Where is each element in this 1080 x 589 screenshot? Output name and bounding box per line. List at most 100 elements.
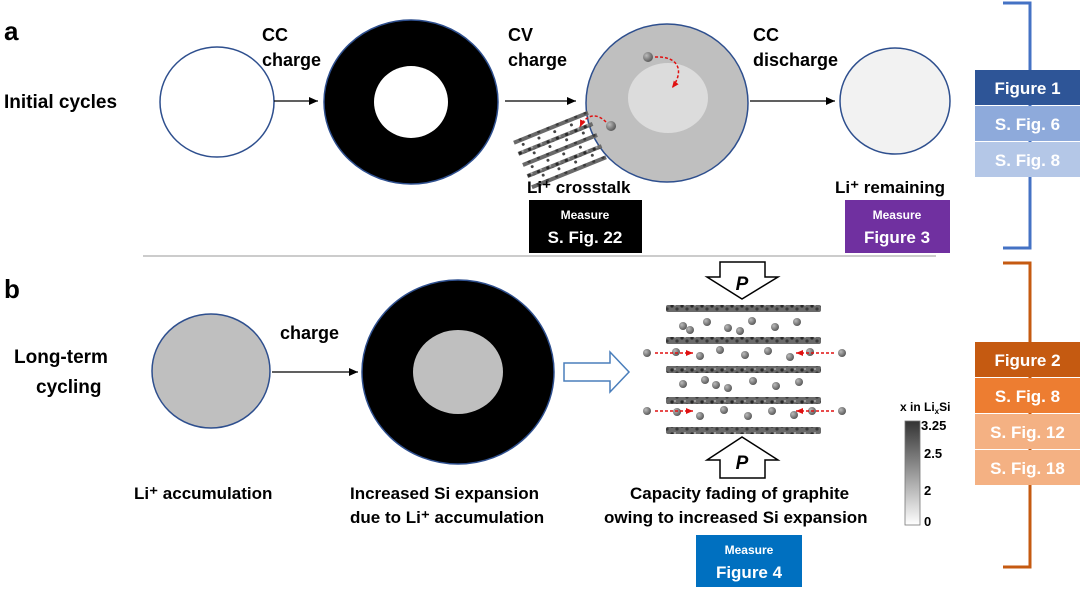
caption-si-expansion-1: Increased Si expansion xyxy=(350,484,539,503)
si-particle xyxy=(795,378,803,386)
si-particle xyxy=(744,412,752,420)
si-particle xyxy=(793,318,801,326)
graphite-layer xyxy=(666,337,821,344)
figure-ref-label: Figure 2 xyxy=(994,351,1060,370)
si-particle-discharged xyxy=(839,47,951,155)
si-particle xyxy=(771,323,779,331)
li-ion xyxy=(643,52,653,62)
si-particle-pristine xyxy=(159,46,275,158)
si-particle xyxy=(712,381,720,389)
figure-ref-label: Figure 1 xyxy=(994,79,1060,98)
li-ion xyxy=(643,407,651,415)
colorbar-tick: 2.5 xyxy=(924,446,942,461)
si-particle xyxy=(724,324,732,332)
measure-box-capacity: Measure Figure 4 xyxy=(696,535,802,587)
caption-capacity-fading-2: owing to increased Si expansion xyxy=(604,508,868,527)
pressure-label: P xyxy=(736,453,749,474)
caption-si-expansion-2: due to Li⁺ accumulation xyxy=(350,508,544,527)
cv-charge-label-1: CV xyxy=(508,25,533,45)
si-particle xyxy=(748,317,756,325)
graphite-layer xyxy=(666,305,821,312)
long-term-cycling-label-1: Long-term xyxy=(14,347,108,368)
li-crosstalk-arrow xyxy=(579,115,607,128)
pressure-arrow-bottom: P xyxy=(704,436,781,479)
li-remaining-label: Li⁺ remaining xyxy=(835,178,945,197)
figure-ref-item: S. Fig. 8 xyxy=(975,378,1080,413)
si-particle xyxy=(736,327,744,335)
si-particle-core xyxy=(374,66,448,138)
figure-ref-item: S. Fig. 8 xyxy=(975,142,1080,177)
li-diffusion-arrow xyxy=(654,56,680,89)
si-particle xyxy=(790,411,798,419)
measure-ref: Figure 3 xyxy=(864,228,930,247)
li-ion xyxy=(838,407,846,415)
figure-ref-item: Figure 1 xyxy=(975,70,1080,105)
initial-cycles-label: Initial cycles xyxy=(4,92,117,113)
si-particle xyxy=(716,346,724,354)
figure-ref-label: S. Fig. 8 xyxy=(995,387,1060,406)
figure-ref-item: Figure 2 xyxy=(975,342,1080,377)
colorbar-title: x in LixSi xyxy=(900,400,950,416)
charge-label: charge xyxy=(280,323,339,343)
li-crosstalk-label: Li⁺ crosstalk xyxy=(527,178,631,197)
si-particle xyxy=(772,382,780,390)
measure-box-crosstalk: Measure S. Fig. 22 xyxy=(529,200,642,253)
si-particle xyxy=(696,412,704,420)
graphite-layer xyxy=(666,427,821,434)
si-particle xyxy=(741,351,749,359)
figure-ref-label: S. Fig. 8 xyxy=(995,151,1060,170)
si-particle xyxy=(749,377,757,385)
block-arrow-right xyxy=(563,350,631,394)
panel-a-letter: a xyxy=(4,16,19,46)
cc-discharge-label-1: CC xyxy=(753,25,779,45)
figure-ref-item: S. Fig. 6 xyxy=(975,106,1080,141)
figure-ref-label: S. Fig. 12 xyxy=(990,423,1065,442)
measure-title: Measure xyxy=(561,208,610,222)
si-particle xyxy=(703,318,711,326)
colorbar xyxy=(904,420,921,526)
si-particle xyxy=(806,348,814,356)
panel-b-letter: b xyxy=(4,274,20,304)
figure-list-panel-b: Figure 2 S. Fig. 8 S. Fig. 12 S. Fig. 18 xyxy=(975,342,1080,485)
figure-ref-item: S. Fig. 12 xyxy=(975,414,1080,449)
pressure-label: P xyxy=(736,274,749,295)
si-particle xyxy=(786,353,794,361)
measure-title: Measure xyxy=(873,208,922,222)
si-particle xyxy=(686,326,694,334)
si-particle xyxy=(701,376,709,384)
si-particle-li-accumulated xyxy=(151,313,271,429)
measure-ref: Figure 4 xyxy=(716,563,783,582)
li-ion xyxy=(643,349,651,357)
li-ion xyxy=(606,121,616,131)
cv-charge-label-2: charge xyxy=(508,50,567,70)
cc-charge-label-2: charge xyxy=(262,50,321,70)
graphite-layer xyxy=(666,397,821,404)
measure-title: Measure xyxy=(725,543,774,557)
li-ion xyxy=(838,349,846,357)
figure-ref-label: S. Fig. 6 xyxy=(995,115,1060,134)
cc-discharge-label-2: discharge xyxy=(753,50,838,70)
figure-ref-label: S. Fig. 18 xyxy=(990,459,1065,478)
pressure-arrow-top: P xyxy=(704,261,781,300)
colorbar-tick: 3.25 xyxy=(921,418,946,433)
graphite-stack-small xyxy=(513,110,607,190)
figure-list-panel-a: Figure 1 S. Fig. 6 S. Fig. 8 xyxy=(975,70,1080,177)
graphite-stack-compressed xyxy=(643,305,846,434)
colorbar-tick: 0 xyxy=(924,514,931,529)
measure-box-remaining: Measure Figure 3 xyxy=(845,200,950,253)
si-particle-core-light xyxy=(628,63,708,133)
si-particle-expanded-core xyxy=(413,330,503,414)
si-particle xyxy=(724,384,732,392)
si-particle xyxy=(720,406,728,414)
si-particle xyxy=(696,352,704,360)
si-particle xyxy=(764,347,772,355)
figure-ref-item: S. Fig. 18 xyxy=(975,450,1080,485)
measure-ref: S. Fig. 22 xyxy=(548,228,623,247)
si-particle xyxy=(768,407,776,415)
graphite-layer xyxy=(666,366,821,373)
cc-charge-label-1: CC xyxy=(262,25,288,45)
caption-capacity-fading-1: Capacity fading of graphite xyxy=(630,484,849,503)
si-particle xyxy=(679,322,687,330)
si-particle xyxy=(672,348,680,356)
